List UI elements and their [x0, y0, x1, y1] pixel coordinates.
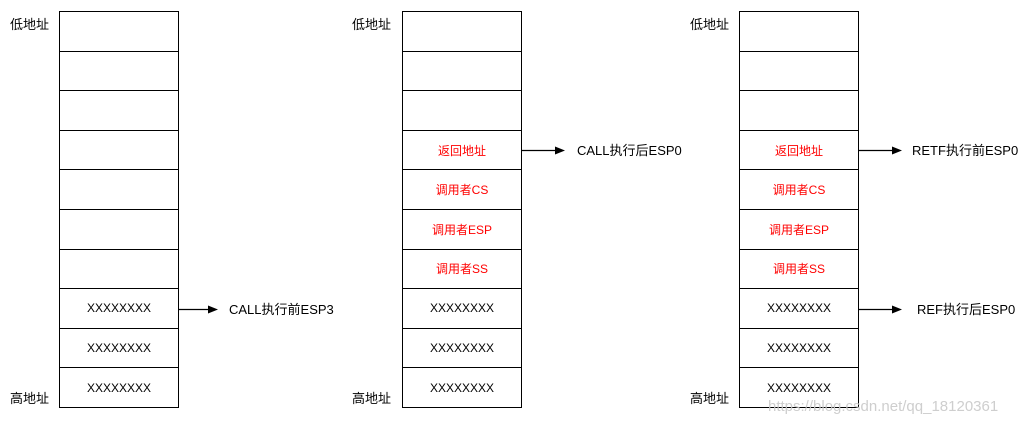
stack-cell: [60, 210, 178, 250]
esp-pointer-label: CALL执行后ESP0: [577, 143, 682, 158]
stack-cell-caller-ss: 调用者SS: [403, 250, 521, 290]
stack-cell-caller-ss: 调用者SS: [740, 250, 858, 290]
stack-cell: [403, 52, 521, 92]
stack-cell-caller-esp: 调用者ESP: [403, 210, 521, 250]
stack-cell: [60, 12, 178, 52]
low-address-label: 低地址: [10, 17, 50, 32]
stack-before-call: XXXXXXXX XXXXXXXX XXXXXXXX: [59, 11, 179, 408]
stack-cell: [403, 91, 521, 131]
stack-cell: XXXXXXXX: [740, 329, 858, 369]
esp-pointer-arrow: [859, 144, 903, 157]
low-address-label: 低地址: [690, 17, 730, 32]
esp-pointer-arrow: [179, 303, 219, 316]
high-address-label: 高地址: [690, 391, 730, 406]
stack-cell: [740, 91, 858, 131]
stack-cell-caller-cs: 调用者CS: [740, 170, 858, 210]
esp-pointer-label: RETF执行前ESP0: [912, 143, 1019, 158]
stack-cell: XXXXXXXX: [403, 329, 521, 369]
stack-cell: XXXXXXXX: [429, 380, 495, 395]
stack-cell-return-address: 返回地址: [740, 131, 858, 171]
stack-cell: XXXXXXXX: [403, 289, 521, 329]
stack-cell: [60, 131, 178, 171]
stack-cell: XXXXXXXX: [86, 380, 152, 395]
stack-cell-caller-esp: 调用者ESP: [740, 210, 858, 250]
stack-cell: XXXXXXXX: [740, 289, 858, 329]
stack-cell: [60, 91, 178, 131]
stack-cell: XXXXXXXX: [766, 380, 832, 395]
csdn-watermark: https://blog.csdn.net/qq_18120361: [768, 398, 999, 415]
stack-before-retf: 返回地址 调用者CS 调用者ESP 调用者SS XXXXXXXX XXXXXXX…: [739, 11, 859, 408]
stack-cell: [60, 170, 178, 210]
esp-pointer-arrow: [522, 144, 566, 157]
stack-cell-caller-cs: 调用者CS: [403, 170, 521, 210]
low-address-label: 低地址: [352, 17, 392, 32]
esp-pointer-label: CALL执行前ESP3: [229, 302, 334, 317]
stack-cell: XXXXXXXX: [60, 329, 178, 369]
stack-cell: [60, 250, 178, 290]
high-address-label: 高地址: [352, 391, 392, 406]
high-address-label: 高地址: [10, 391, 50, 406]
stack-cell: [60, 52, 178, 92]
esp-pointer-label: REF执行后ESP0: [917, 302, 1016, 317]
esp-pointer-arrow: [859, 303, 903, 316]
stack-cell: [740, 12, 858, 52]
stack-cell: [403, 12, 521, 52]
stack-cell-return-address: 返回地址: [403, 131, 521, 171]
stack-cell: [740, 52, 858, 92]
stack-after-call: 返回地址 调用者CS 调用者ESP 调用者SS XXXXXXXX XXXXXXX…: [402, 11, 522, 408]
stack-cell: XXXXXXXX: [60, 289, 178, 329]
